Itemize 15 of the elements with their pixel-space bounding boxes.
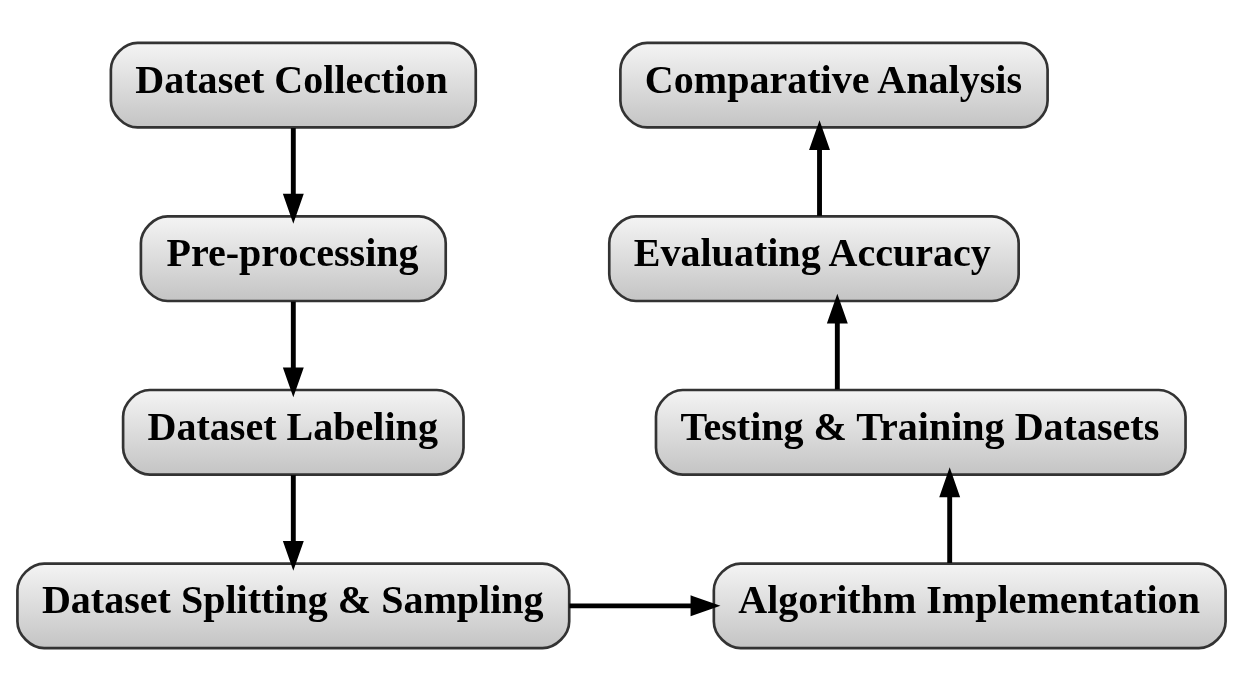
arrow — [282, 127, 304, 224]
node-box: Dataset Splitting & Sampling — [16, 561, 571, 649]
arrow — [282, 301, 304, 397]
node-box: Comparative Analysis — [619, 41, 1049, 129]
arrow — [809, 119, 830, 216]
arrow — [282, 474, 304, 571]
node-box: Pre-processing — [139, 214, 448, 302]
arrow — [826, 293, 848, 389]
node-box: Dataset Collection — [109, 41, 478, 129]
arrow — [569, 594, 721, 616]
node-box: Testing & Training Datasets — [654, 388, 1187, 476]
node-box: Algorithm Implementation — [712, 561, 1227, 649]
node-box: Dataset Labeling — [121, 388, 465, 476]
arrow — [939, 466, 961, 563]
node-box: Evaluating Accuracy — [607, 214, 1020, 302]
